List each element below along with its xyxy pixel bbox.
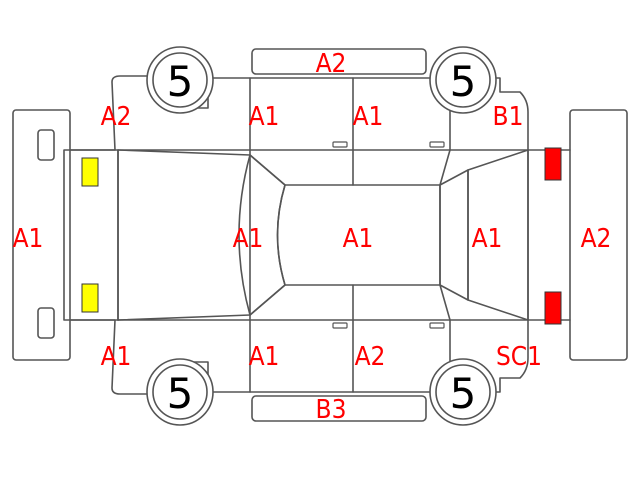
bottom-side-strip — [251, 395, 427, 422]
code-front-bumper: A1 — [13, 224, 44, 254]
door-handle-front-top — [332, 141, 348, 148]
code-roof: A1 — [343, 224, 374, 254]
front-light-bottom — [81, 283, 99, 313]
wheel-rear-bottom: 5 — [429, 358, 497, 426]
top-side-strip — [251, 48, 427, 75]
wheel-front-bottom: 5 — [146, 358, 214, 426]
damage-codes: A2 A2 A1 A1 B1 A1 A1 A1 A1 A2 A1 A1 A2 S… — [13, 49, 612, 425]
wheel-front-top: 5 — [146, 46, 214, 114]
code-hood-left: A1 — [249, 102, 280, 132]
code-rear-bumper: A2 — [581, 224, 612, 254]
cabin — [238, 149, 529, 321]
wheel-front-top-number: 5 — [167, 57, 194, 106]
door-handle-rear-bottom — [429, 322, 445, 329]
code-front-left-fender: A2 — [101, 102, 132, 132]
front-bumper-panel — [12, 109, 71, 361]
code-front-door-bottom: A1 — [249, 342, 280, 372]
code-rear-glass: A1 — [472, 224, 503, 254]
front-bumper-slot-bottom — [37, 307, 55, 339]
rear-light-top — [544, 147, 562, 181]
code-front-right-fender: A1 — [101, 342, 132, 372]
code-roof-front: A1 — [353, 102, 384, 132]
front-bumper-slot-top — [37, 129, 55, 161]
code-rear-right-corner: SC1 — [496, 342, 542, 372]
front-light-top — [81, 157, 99, 187]
rear-light-bottom — [544, 291, 562, 325]
code-rear-door-bottom: A2 — [355, 342, 386, 372]
wheel-front-bottom-number: 5 — [167, 369, 194, 418]
door-handle-rear-top — [429, 141, 445, 148]
code-rear-right-fender: B1 — [493, 102, 524, 132]
code-bottom-panel: B3 — [316, 395, 347, 425]
wheel-rear-top: 5 — [429, 46, 497, 114]
code-windshield: A1 — [233, 224, 264, 254]
door-handle-front-bottom — [332, 322, 348, 329]
wheel-rear-bottom-number: 5 — [450, 369, 477, 418]
code-top-panel: A2 — [316, 49, 347, 79]
rear-bumper-panel — [569, 109, 628, 361]
wheel-rear-top-number: 5 — [450, 57, 477, 106]
